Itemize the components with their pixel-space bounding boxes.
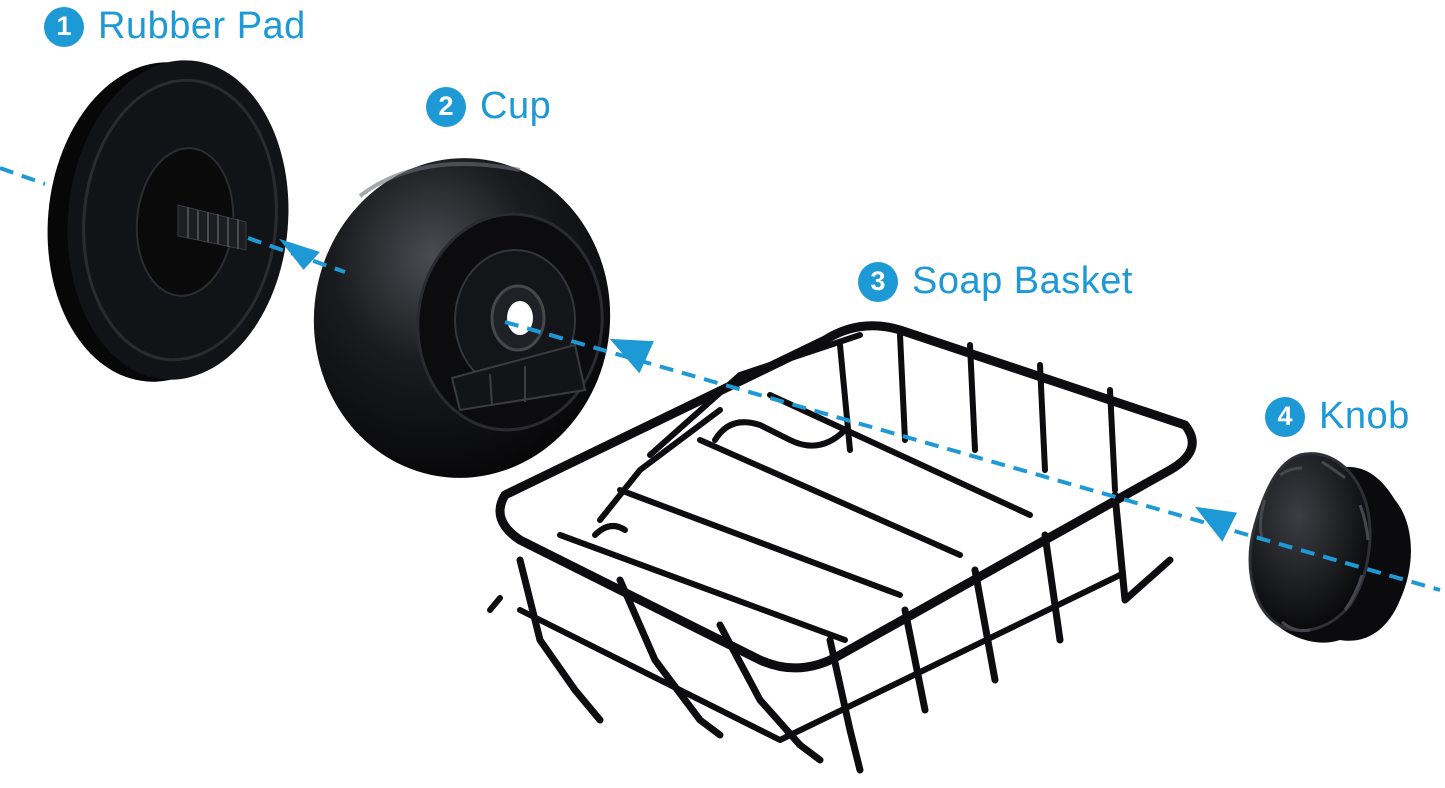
callout-soap-basket: 3 Soap Basket: [858, 260, 1133, 303]
callout-rubber-pad: 1 Rubber Pad: [44, 5, 306, 48]
assembly-arrow-icon: [279, 238, 320, 270]
part-label: Knob: [1319, 395, 1410, 437]
threaded-screw-icon: [177, 204, 247, 251]
part-number-badge: 3: [858, 261, 898, 302]
callout-knob: 4 Knob: [1265, 395, 1410, 438]
rubber-pad-icon: [47, 60, 289, 382]
suction-cup-icon: [313, 158, 611, 478]
part-label: Rubber Pad: [98, 5, 306, 47]
part-label: Soap Basket: [912, 260, 1133, 302]
part-label: Cup: [480, 85, 552, 127]
part-number-badge: 2: [426, 86, 466, 127]
wire-basket-icon: [487, 321, 1197, 774]
knob-icon: [1248, 452, 1411, 643]
assembly-arrow-icon: [609, 338, 654, 374]
part-number-badge: 4: [1265, 396, 1305, 437]
part-number-badge: 1: [44, 6, 84, 47]
callout-cup: 2 Cup: [426, 85, 551, 128]
assembly-arrow-icon: [1194, 506, 1238, 542]
